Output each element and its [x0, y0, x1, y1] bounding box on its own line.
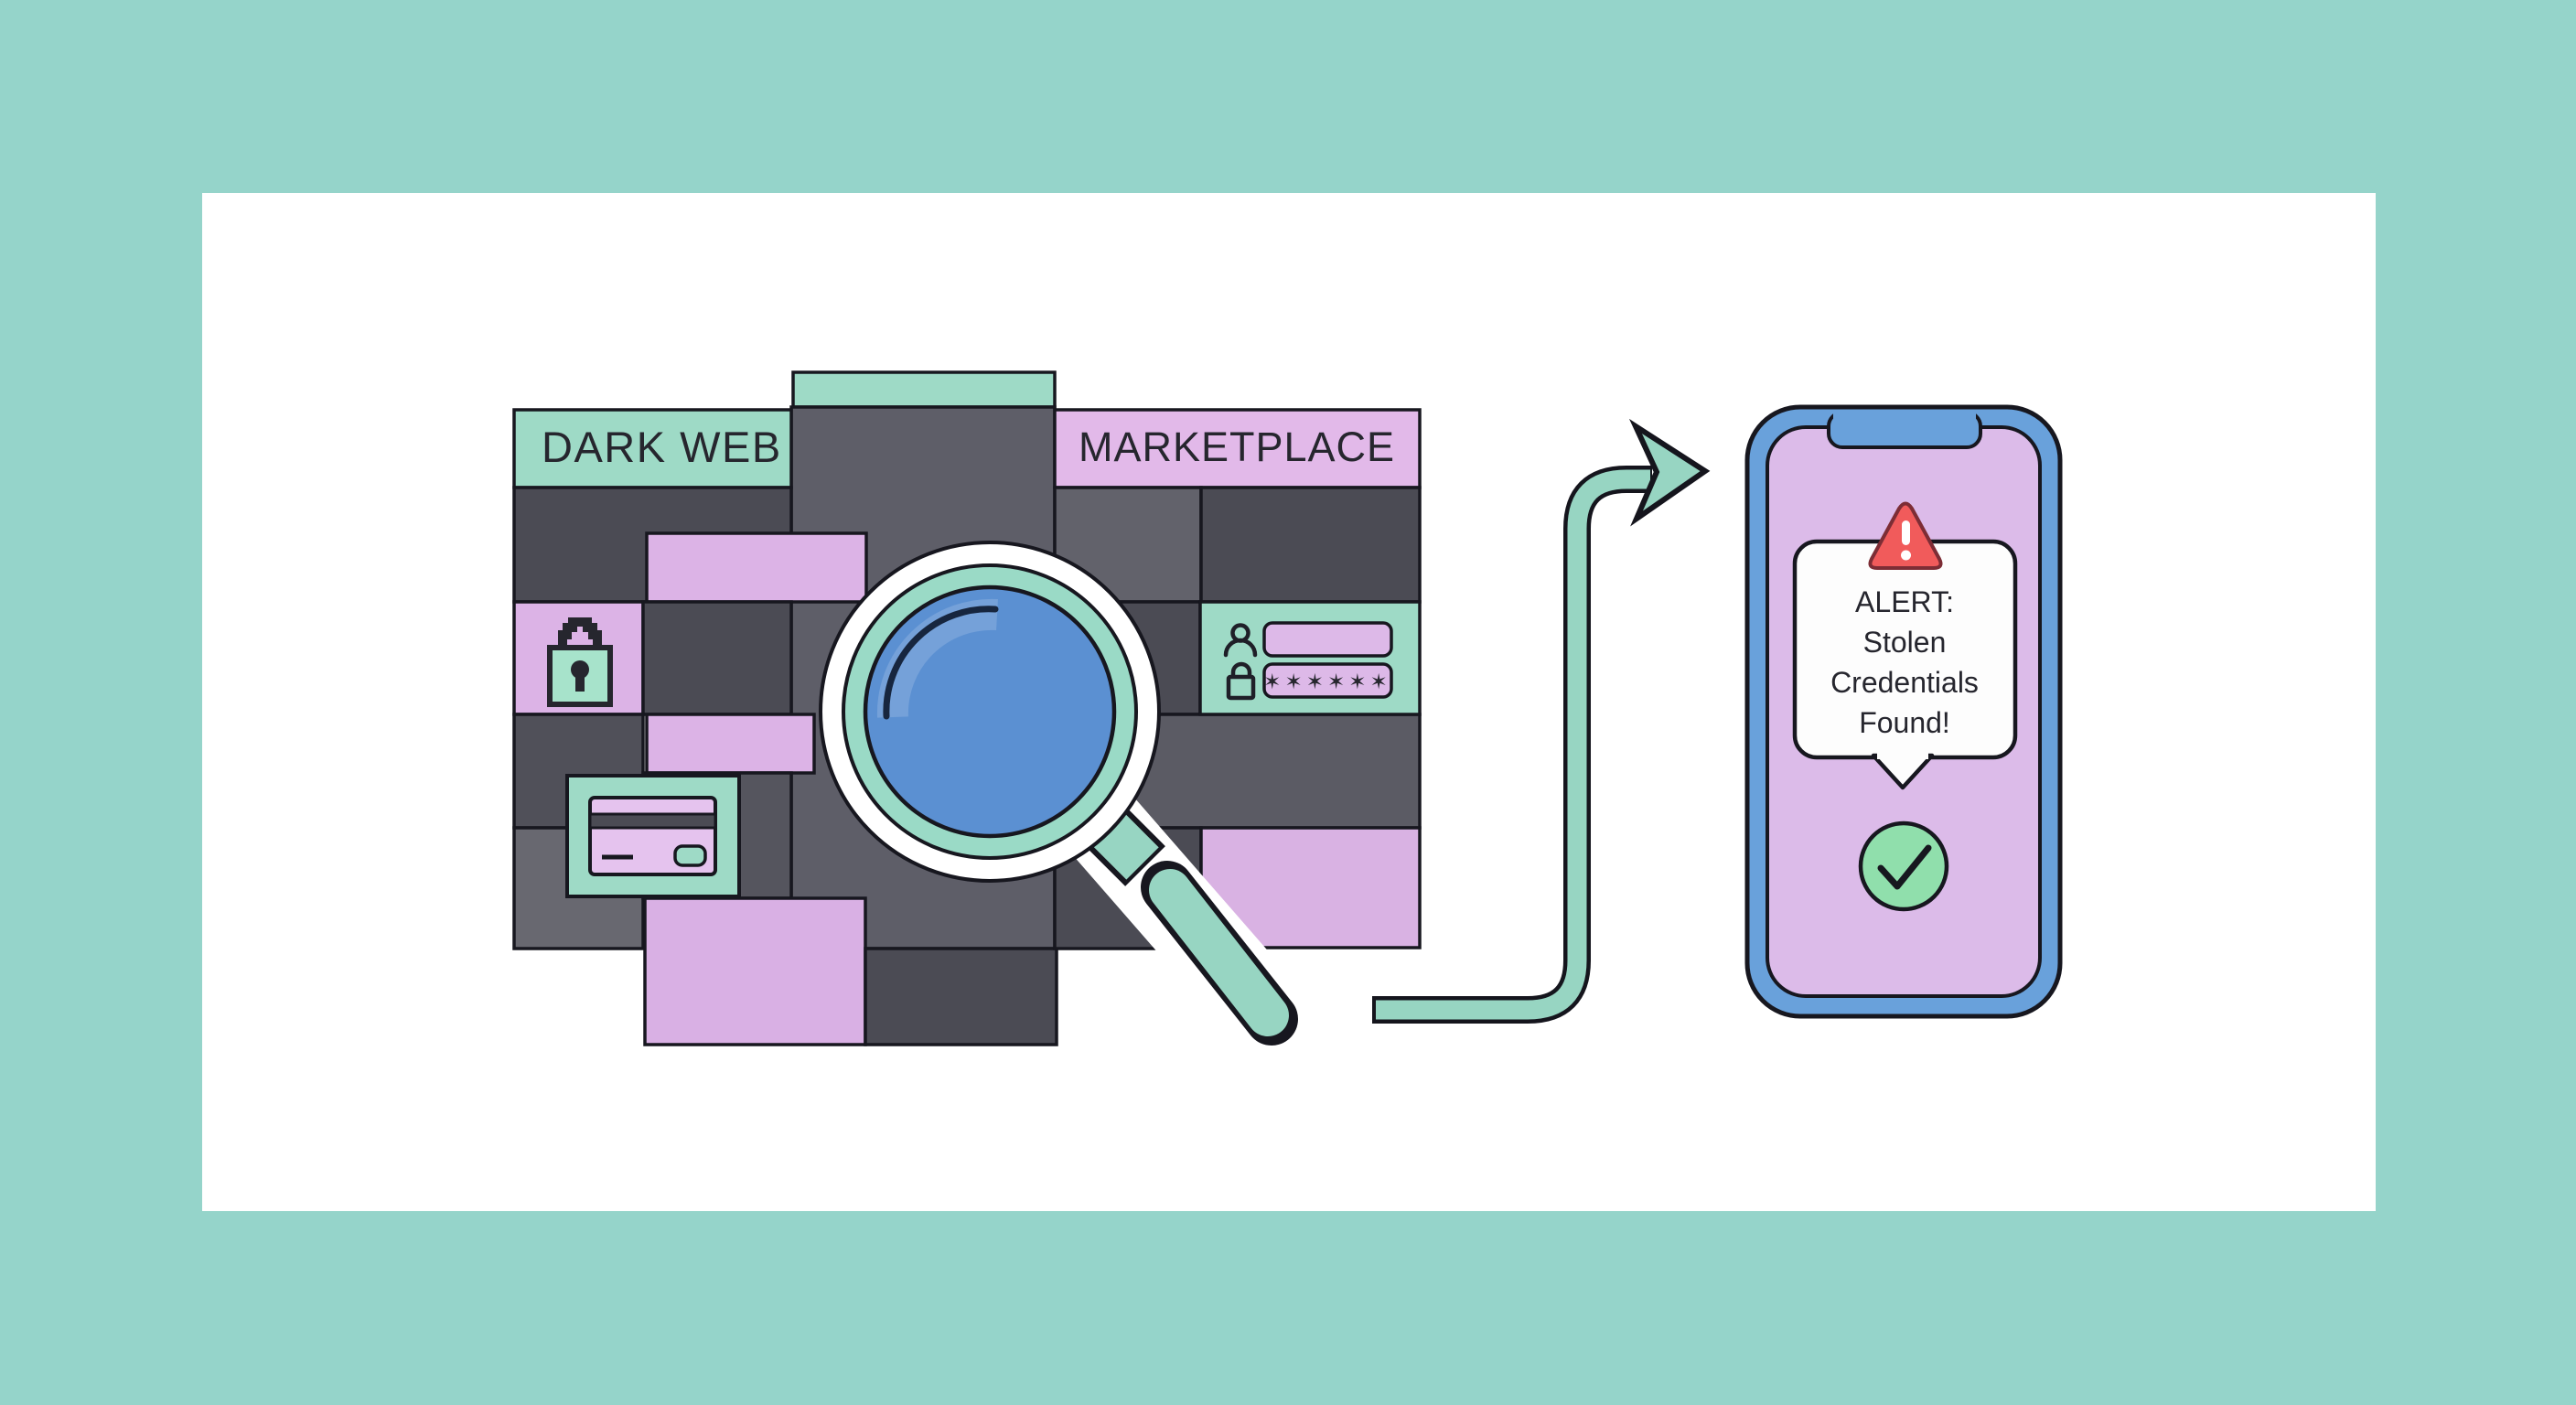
padlock-keyhole	[571, 660, 589, 679]
smartphone: ALERT: Stolen Credentials Found!	[1744, 404, 2063, 1019]
dark-web-header-block	[512, 408, 793, 489]
credentials-panel: ✶✶✶✶✶✶	[1198, 600, 1422, 716]
password-field	[1262, 662, 1393, 699]
alert-text: ALERT: Stolen Credentials Found!	[1830, 585, 1979, 739]
credit-card-icon	[588, 796, 717, 876]
small-lock-shackle	[1230, 661, 1252, 677]
alert-bubble: ALERT: Stolen Credentials Found!	[1792, 501, 2018, 790]
padlock-shackle	[558, 617, 602, 649]
arrow-tube	[1376, 469, 1650, 1020]
check-circle	[1858, 820, 1949, 912]
lens-highlight	[883, 606, 999, 720]
handle-rod	[1149, 869, 1289, 1036]
board-block-purple-bottom	[643, 896, 867, 1046]
board-block	[641, 600, 793, 716]
alert-line-2: Stolen	[1863, 626, 1947, 659]
lens-sheen	[876, 598, 998, 718]
alert-card-tail-mask	[1877, 748, 1928, 759]
check-mark	[1877, 844, 1932, 890]
curved-arrow-icon	[1372, 418, 1711, 1024]
alert-line-3: Credentials	[1830, 666, 1979, 699]
magnifying-glass-icon	[819, 541, 1314, 1061]
exclamation-dot	[1901, 550, 1911, 561]
small-lock-body	[1226, 674, 1256, 701]
warning-triangle-icon	[1868, 501, 1943, 570]
board-top-tab	[791, 370, 1057, 409]
board-block-bottom	[864, 947, 1058, 1046]
password-mask: ✶✶✶✶✶✶	[1263, 670, 1391, 694]
password-lock-icon	[1226, 661, 1256, 701]
check-circle-icon	[1858, 820, 1949, 912]
user-icon	[1223, 623, 1258, 658]
phone-notch-mask	[1833, 410, 1976, 422]
glass-lens	[863, 585, 1117, 839]
padlock-keyhole-stem	[575, 675, 585, 692]
exclamation-bar	[1902, 520, 1910, 545]
card-chip	[673, 844, 707, 867]
dark-web-title: DARK WEB	[542, 423, 782, 471]
arrow-head	[1628, 418, 1711, 527]
username-field	[1262, 621, 1393, 658]
card-magstripe	[588, 812, 717, 830]
credit-card-panel	[565, 774, 741, 898]
alert-line-1: ALERT:	[1855, 585, 1954, 618]
alert-line-4: Found!	[1859, 706, 1950, 739]
marketplace-title: MARKETPLACE	[1079, 424, 1395, 470]
padlock-icon	[547, 617, 613, 707]
board-block	[1199, 486, 1422, 604]
user-shoulders	[1223, 638, 1258, 658]
board-block-purple	[645, 713, 816, 775]
board-block-purple	[645, 531, 868, 604]
